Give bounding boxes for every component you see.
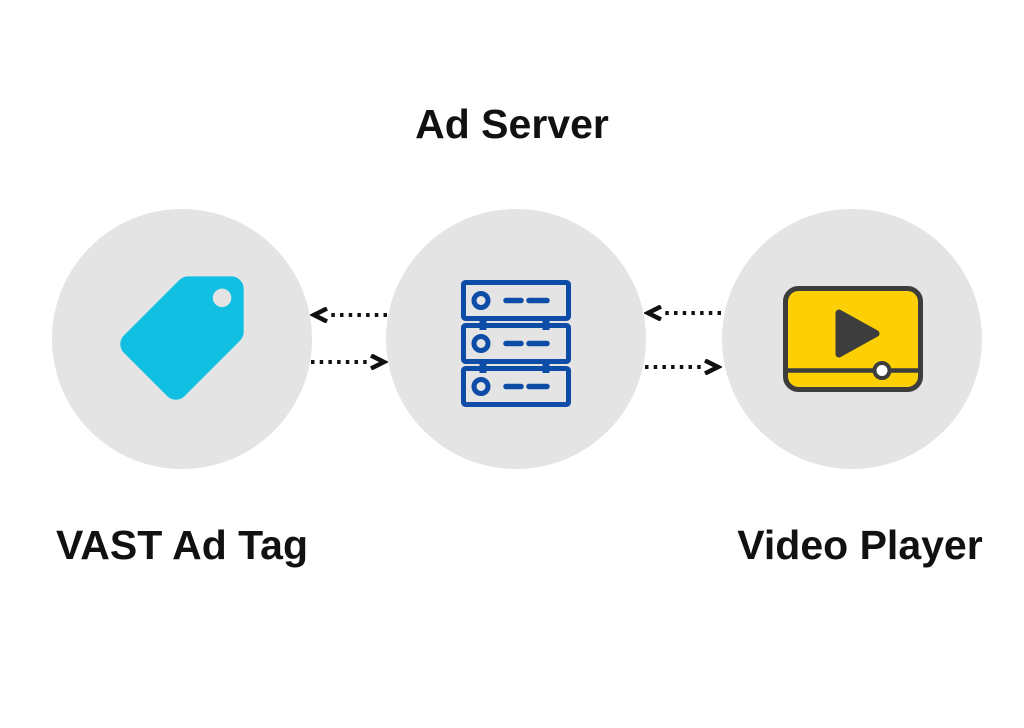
diagram-title: Ad Server bbox=[415, 101, 609, 147]
video-player-icon bbox=[783, 286, 923, 392]
video-player-label: Video Player bbox=[737, 522, 983, 568]
vast-ad-tag-label: VAST Ad Tag bbox=[55, 522, 309, 568]
playhead-dot bbox=[872, 361, 892, 380]
tag-icon bbox=[120, 276, 244, 400]
arrow-player-to-server bbox=[644, 305, 721, 321]
play-icon bbox=[835, 309, 880, 358]
server-stack-icon bbox=[461, 280, 571, 407]
arrow-tag-to-server bbox=[311, 354, 388, 370]
arrow-server-to-player bbox=[645, 359, 722, 375]
node-ad-server bbox=[386, 209, 646, 469]
arrow-server-to-tag bbox=[310, 307, 387, 323]
